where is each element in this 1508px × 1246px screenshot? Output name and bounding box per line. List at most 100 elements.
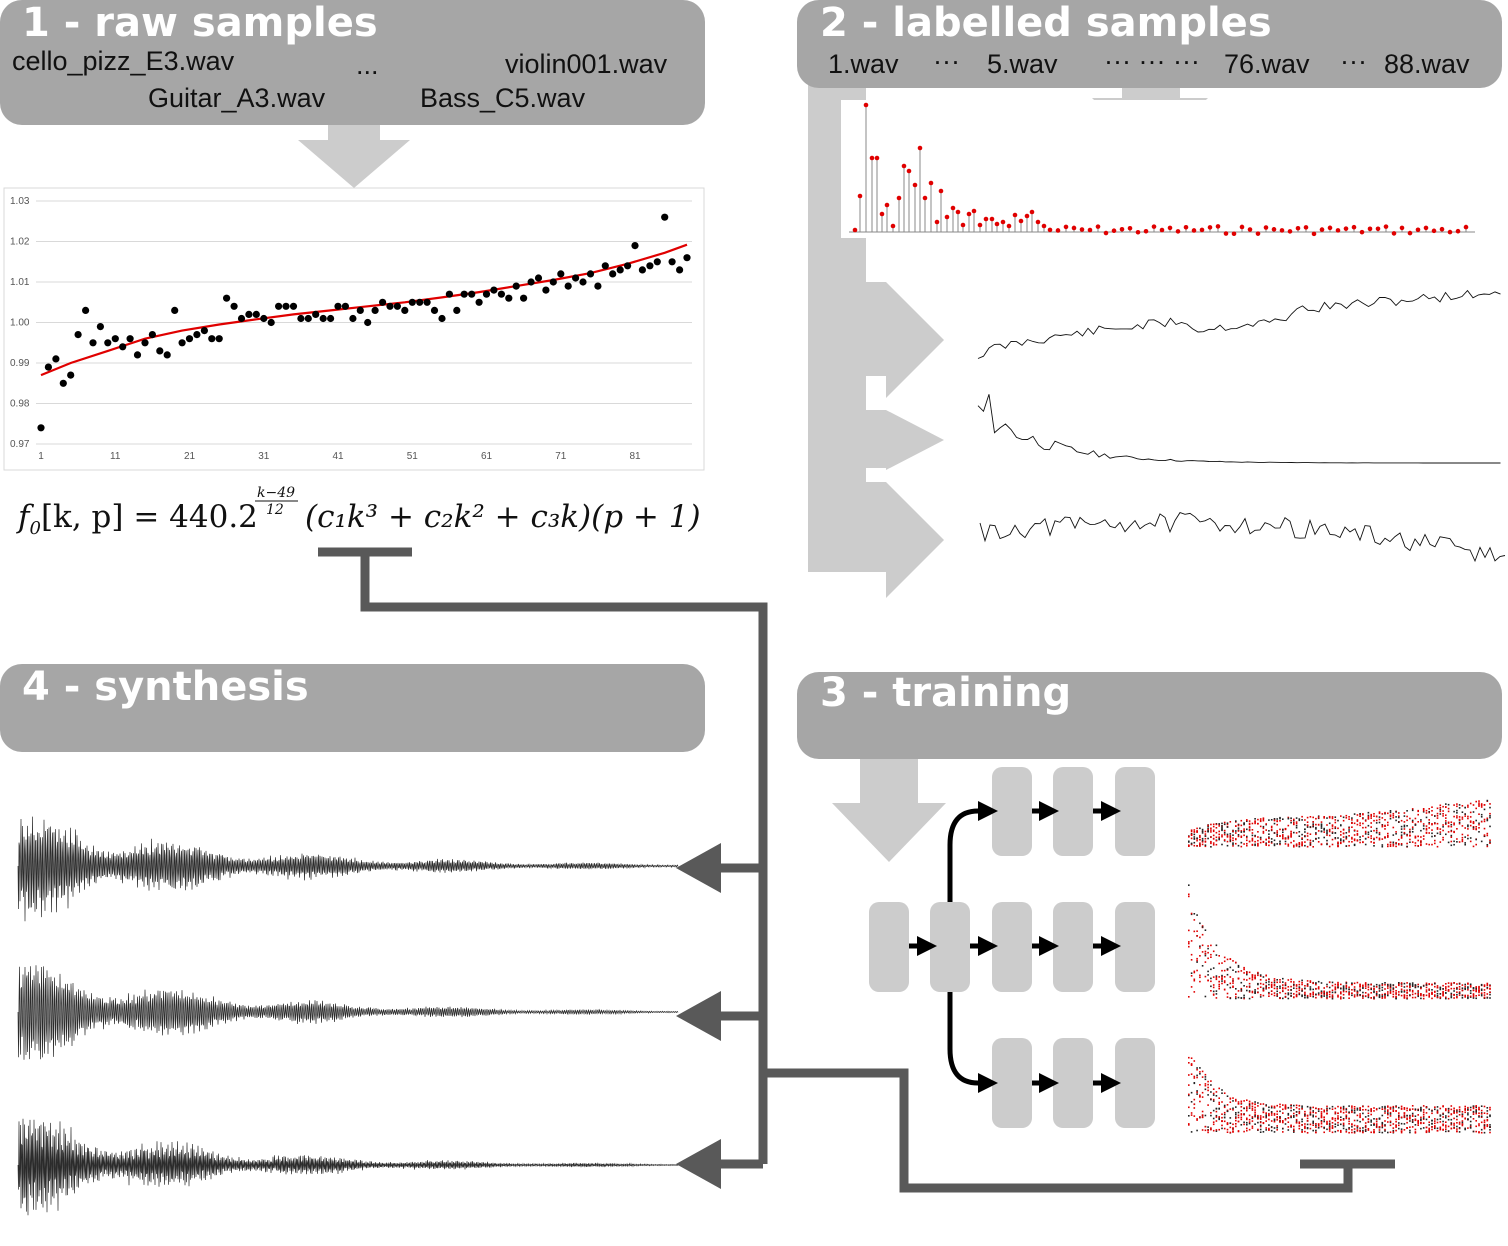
training-marker bbox=[1196, 1091, 1198, 1094]
training-marker bbox=[1199, 936, 1201, 939]
training-marker bbox=[1362, 995, 1364, 998]
training-marker bbox=[1248, 822, 1251, 825]
training-marker bbox=[1453, 810, 1455, 813]
training-marker bbox=[1420, 829, 1422, 832]
training-marker bbox=[1370, 837, 1372, 840]
data-point bbox=[401, 306, 409, 314]
training-marker bbox=[1387, 821, 1389, 824]
training-marker bbox=[1306, 1127, 1309, 1130]
training-marker bbox=[1323, 1110, 1325, 1113]
training-marker bbox=[1345, 1114, 1348, 1117]
training-marker bbox=[1486, 982, 1489, 985]
training-marker bbox=[1306, 838, 1309, 841]
training-marker bbox=[1453, 843, 1455, 846]
spectrum-peak bbox=[906, 168, 912, 174]
training-marker bbox=[1353, 839, 1356, 842]
training-marker bbox=[1345, 985, 1348, 987]
training-marker bbox=[1232, 845, 1234, 847]
training-marker bbox=[1431, 989, 1433, 991]
training-marker bbox=[1337, 1117, 1339, 1119]
training-marker bbox=[1268, 1127, 1270, 1130]
training-marker bbox=[1287, 1129, 1290, 1131]
training-marker bbox=[1207, 947, 1209, 950]
training-marker bbox=[1326, 1107, 1328, 1110]
training-marker bbox=[1315, 987, 1317, 990]
training-marker bbox=[1254, 976, 1256, 979]
training-marker bbox=[1320, 991, 1323, 994]
training-marker bbox=[1378, 816, 1381, 818]
training-marker bbox=[1375, 836, 1378, 839]
training-marker bbox=[1254, 977, 1256, 980]
training-marker bbox=[1243, 843, 1245, 845]
training-marker bbox=[1229, 982, 1232, 985]
training-marker bbox=[1345, 1108, 1348, 1111]
training-marker bbox=[1259, 1128, 1262, 1131]
training-marker bbox=[1480, 1115, 1483, 1118]
spectrum-peak bbox=[1351, 224, 1357, 230]
training-marker bbox=[1229, 986, 1232, 989]
training-marker bbox=[1215, 944, 1218, 947]
training-marker bbox=[1315, 828, 1317, 830]
data-point bbox=[497, 290, 505, 298]
training-marker bbox=[1447, 810, 1450, 813]
training-marker bbox=[1270, 986, 1273, 988]
training-marker bbox=[1309, 995, 1312, 997]
training-marker bbox=[1417, 983, 1419, 986]
training-marker bbox=[1193, 970, 1196, 973]
training-marker bbox=[1422, 985, 1425, 987]
training-marker bbox=[1334, 1107, 1337, 1110]
training-marker bbox=[1356, 1109, 1359, 1111]
training-marker bbox=[1375, 991, 1378, 993]
training-marker bbox=[1367, 1112, 1370, 1115]
training-marker bbox=[1290, 1115, 1292, 1117]
training-marker bbox=[1442, 813, 1444, 815]
training-marker bbox=[1472, 1106, 1475, 1109]
training-marker bbox=[1342, 1111, 1345, 1114]
training-marker bbox=[1248, 985, 1251, 988]
training-marker bbox=[1436, 1110, 1439, 1113]
training-marker bbox=[1237, 1102, 1240, 1105]
training-marker bbox=[1403, 991, 1406, 993]
training-marker bbox=[1431, 835, 1433, 838]
training-marker bbox=[1436, 832, 1439, 835]
training-marker bbox=[1201, 933, 1204, 936]
training-marker bbox=[1301, 843, 1303, 845]
training-marker bbox=[1472, 993, 1475, 995]
training-marker bbox=[1301, 815, 1303, 818]
training-marker bbox=[1414, 824, 1417, 826]
training-marker bbox=[1246, 1099, 1248, 1101]
training-marker bbox=[1422, 1117, 1425, 1119]
spectrum-peak bbox=[1041, 223, 1047, 229]
training-marker bbox=[1486, 1125, 1489, 1128]
training-marker bbox=[1243, 1121, 1245, 1124]
training-marker bbox=[1356, 820, 1359, 822]
training-marker bbox=[1478, 1112, 1480, 1114]
training-marker bbox=[1268, 841, 1270, 843]
data-point bbox=[364, 318, 372, 327]
training-marker bbox=[1464, 1118, 1466, 1120]
spectrum-peak bbox=[1127, 225, 1133, 231]
training-marker bbox=[1301, 1124, 1303, 1126]
training-marker bbox=[1395, 1124, 1397, 1127]
spectrum-peak bbox=[1463, 224, 1469, 230]
training-marker bbox=[1461, 825, 1464, 827]
training-marker bbox=[1287, 1114, 1290, 1116]
training-marker bbox=[1425, 1112, 1428, 1114]
training-marker bbox=[1188, 884, 1190, 886]
training-marker bbox=[1469, 983, 1472, 986]
training-marker bbox=[1188, 996, 1190, 998]
training-marker bbox=[1403, 812, 1406, 814]
training-marker bbox=[1235, 1113, 1237, 1116]
training-marker bbox=[1246, 828, 1248, 831]
training-marker bbox=[1309, 1113, 1312, 1116]
training-marker bbox=[1326, 1123, 1328, 1125]
training-marker bbox=[1356, 830, 1359, 832]
training-marker bbox=[1320, 990, 1323, 992]
raw-file-guitar: Guitar_A3.wav bbox=[148, 83, 326, 113]
training-marker bbox=[1406, 982, 1408, 984]
training-marker bbox=[1348, 840, 1350, 843]
data-point bbox=[141, 339, 149, 347]
training-marker bbox=[1204, 1076, 1207, 1078]
training-marker bbox=[1398, 1116, 1400, 1119]
training-marker bbox=[1251, 991, 1254, 994]
